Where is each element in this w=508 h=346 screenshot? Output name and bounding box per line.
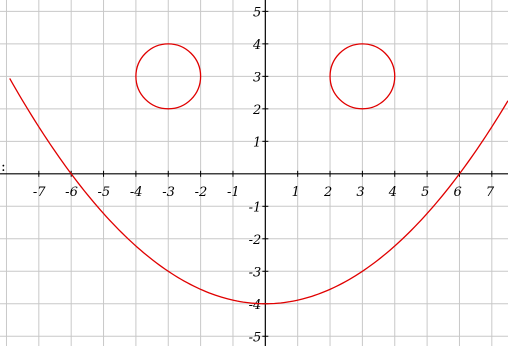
y-tick-label: -4 — [249, 298, 262, 313]
x-tick-label: 2 — [323, 185, 332, 200]
tick-labels: -7 -6 -5 -4 -3 -2 -1 1 2 3 4 5 6 7 -5 -4 -3 -2 -1 1 2 3 4 5 — [33, 5, 495, 345]
y-tick-label: 3 — [253, 70, 261, 85]
x-tick-label: -2 — [195, 185, 208, 200]
y-tick-label: -3 — [249, 265, 262, 280]
x-tick-label: -5 — [98, 185, 111, 200]
parabola-curve — [9, 78, 508, 305]
y-tick-label: 4 — [252, 38, 261, 53]
x-tick-label: -3 — [162, 185, 175, 200]
circle-curve — [329, 43, 396, 110]
y-tick-label: 5 — [253, 5, 261, 20]
x-tick-label: -6 — [65, 185, 78, 200]
x-tick-label: 7 — [486, 185, 495, 200]
x-tick-label: 3 — [356, 185, 364, 200]
circle-curve — [135, 43, 202, 110]
y-tick-label: -5 — [249, 330, 262, 345]
y-tick-label: 1 — [253, 135, 261, 150]
edge-label: : — [1, 159, 6, 175]
x-tick-label: 4 — [388, 185, 397, 200]
x-tick-label: 5 — [421, 185, 429, 200]
y-tick-label: -1 — [249, 200, 262, 215]
x-tick-label: -4 — [130, 185, 143, 200]
x-tick-label: -7 — [33, 185, 46, 200]
curves — [9, 43, 508, 305]
x-tick-label: 1 — [292, 185, 300, 200]
y-tick-label: 2 — [252, 103, 261, 118]
y-tick-label: -2 — [249, 233, 262, 248]
ticks — [38, 10, 493, 337]
x-tick-label: -1 — [227, 185, 240, 200]
x-tick-label: 6 — [453, 185, 461, 200]
